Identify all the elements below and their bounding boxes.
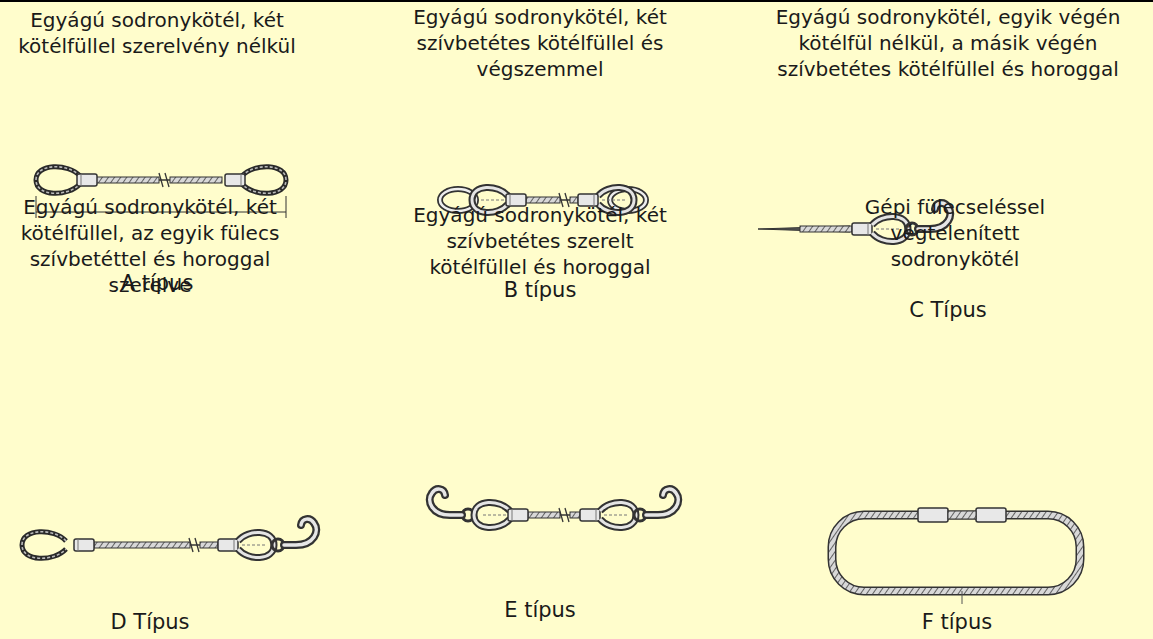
type-label: E típus — [440, 597, 640, 623]
type-label: D Típus — [50, 609, 250, 635]
sling-type-d — [22, 519, 316, 558]
type-label: C Típus — [848, 297, 1048, 323]
type-label: F típus — [857, 609, 1057, 635]
sling-type-e — [430, 489, 679, 527]
sling-description: Gépi fülecseléssel végtelenített sodrony… — [827, 194, 1083, 272]
sling-description: Egyágú sodronykötél, két kötélfüllel, az… — [4, 194, 296, 298]
sling-description: Egyágú sodronykötél, két szívbetétes köt… — [407, 4, 673, 82]
sling-description: Egyágú sodronykötél, egyik végén kötélfü… — [762, 4, 1134, 82]
top-rule — [0, 0, 1153, 2]
endless-sling-f — [832, 508, 1080, 604]
type-label: B típus — [440, 277, 640, 303]
sling-description: Egyágú sodronykötél, két szívbetétes sze… — [404, 202, 676, 280]
sling-description: Egyágú sodronykötél, két kötélfüllel sze… — [17, 7, 297, 59]
